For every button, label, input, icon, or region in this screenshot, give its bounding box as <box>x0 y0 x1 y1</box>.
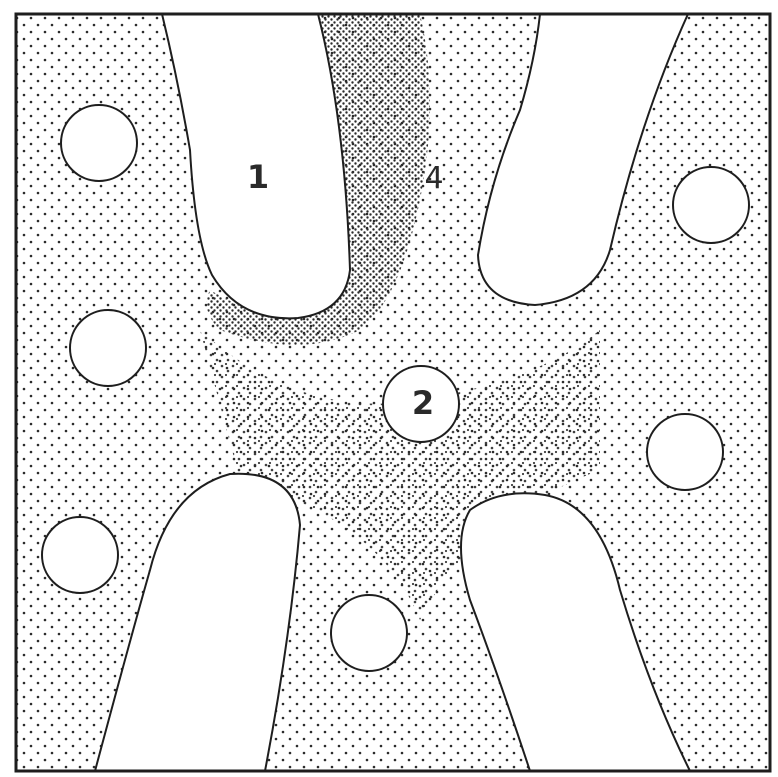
circle-right-lower <box>647 414 723 490</box>
label-region-4: 4 <box>424 161 443 196</box>
circle-bottom-center <box>331 595 407 671</box>
label-region-2: 2 <box>412 384 434 422</box>
label-region-1: 1 <box>247 158 269 196</box>
circle-left-lower <box>42 517 118 593</box>
circle-left-middle <box>70 310 146 386</box>
circle-right-upper <box>673 167 749 243</box>
circle-top-left <box>61 105 137 181</box>
